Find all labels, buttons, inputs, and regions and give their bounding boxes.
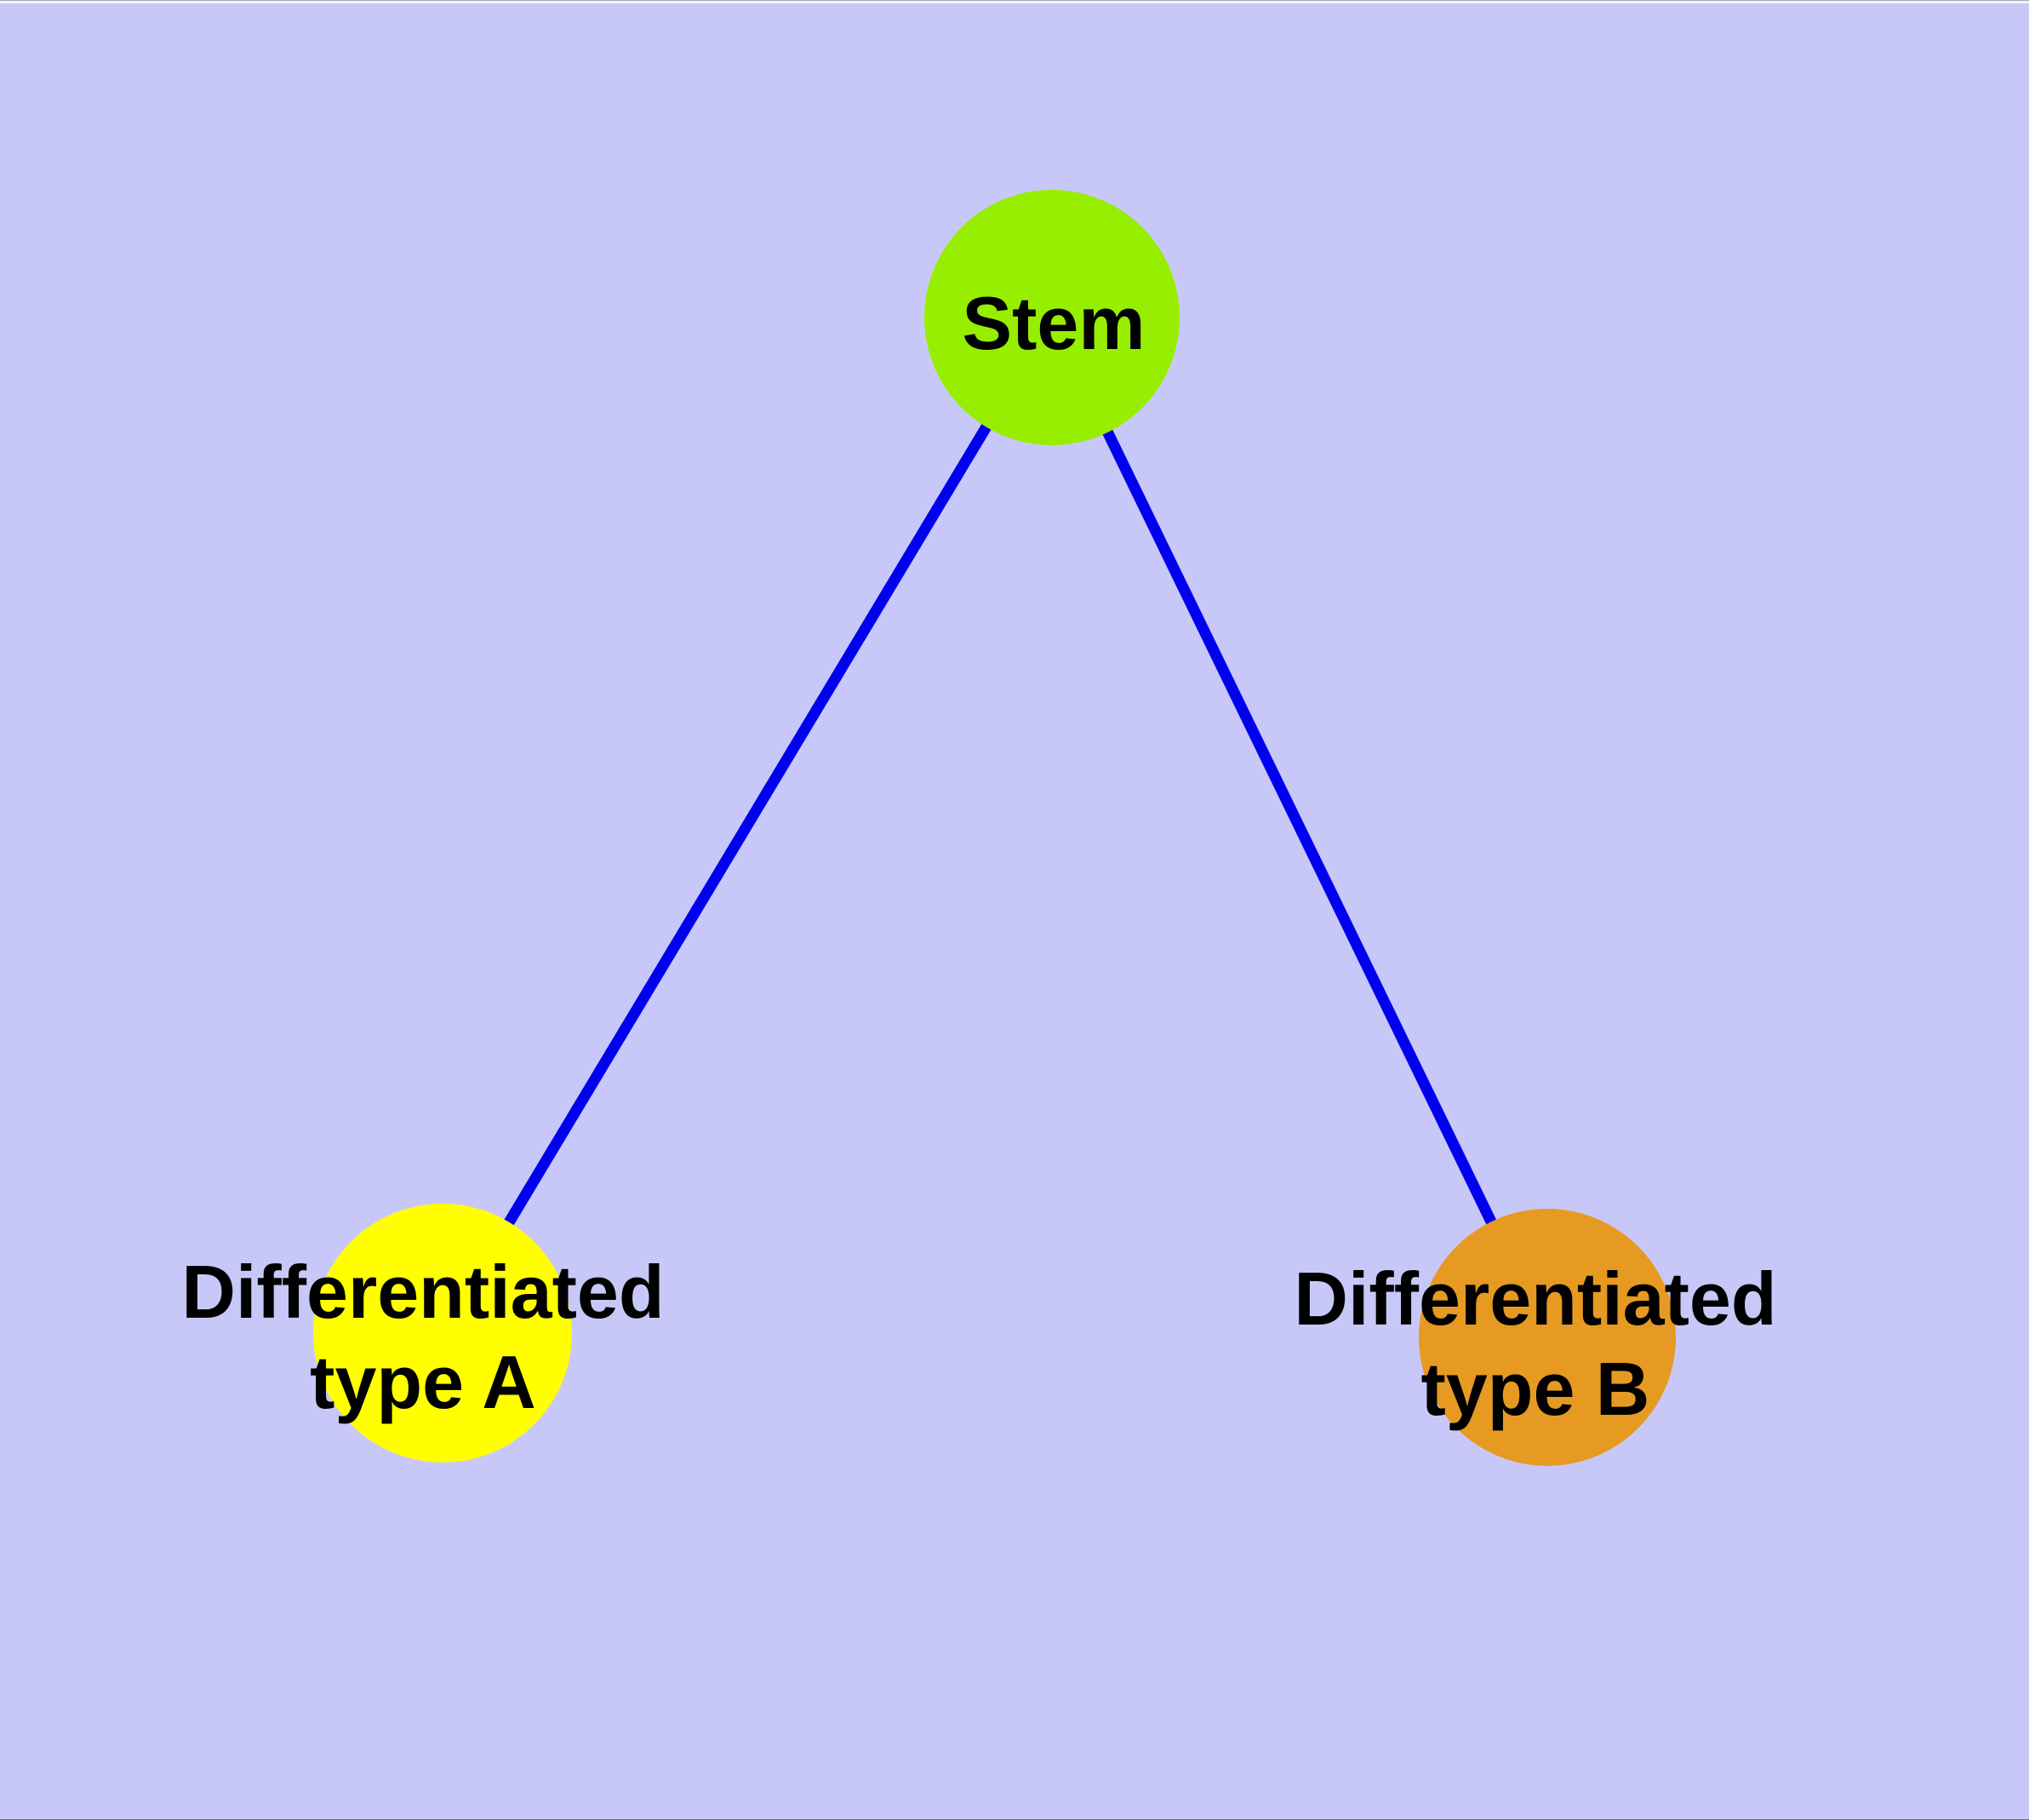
top-edge-highlight — [0, 1, 2029, 3]
differentiated-type-b-node-circle — [1419, 1209, 1676, 1466]
stem-node-label: Stem — [962, 281, 1145, 365]
differentiated-type-b-label-line2: type B — [1421, 1347, 1650, 1431]
differentiated-type-b-label-line1: Differentiated — [1294, 1256, 1776, 1341]
differentiated-type-a-label-line1: Differentiated — [181, 1250, 664, 1334]
stem-node-circle — [924, 190, 1180, 445]
edge-stem-to-type-a — [437, 314, 1057, 1336]
differentiated-type-a-node-circle — [313, 1204, 572, 1462]
edge-stem-to-type-b — [1047, 315, 1552, 1340]
top-edge-hairline — [0, 0, 2029, 1]
differentiated-type-a-label-line2: type A — [310, 1340, 536, 1424]
